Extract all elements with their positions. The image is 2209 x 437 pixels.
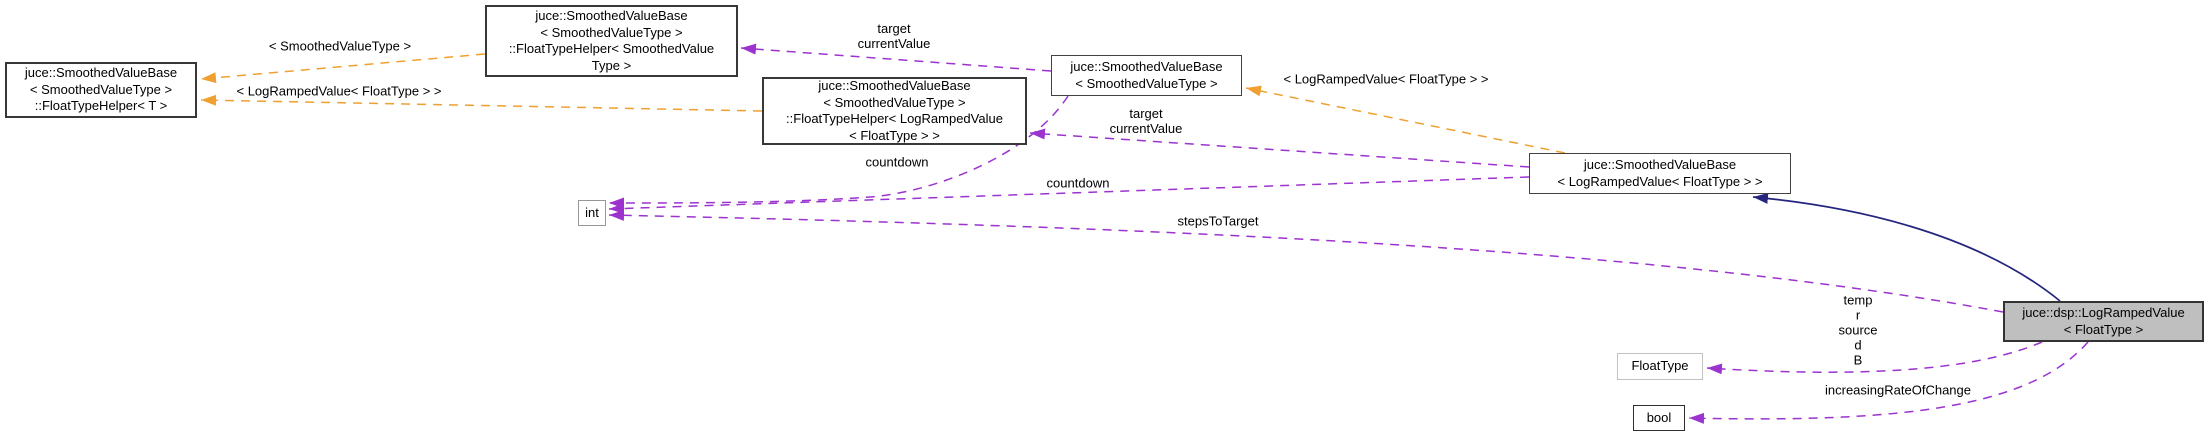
node-floattypehelper-smoothedvaluetype[interactable]: juce::SmoothedValueBase < SmoothedValueT…	[485, 5, 738, 77]
node-floattypehelper-t-label: juce::SmoothedValueBase < SmoothedValueT…	[24, 65, 178, 114]
edge-usage-increasingrateofchange	[1688, 341, 2089, 424]
node-floattype-label: FloatType	[1631, 358, 1689, 374]
edge-usage-stepstotarget	[608, 209, 2004, 313]
node-floattypehelper-t[interactable]: juce::SmoothedValueBase < SmoothedValueT…	[5, 62, 197, 118]
node-int-label: int	[585, 204, 599, 220]
edge-template-lograpedvalue-right	[1245, 85, 1566, 154]
edge-label-template-lograpedvalue-right: < LogRampedValue< FloatType > >	[1283, 71, 1489, 87]
edge-label-countdown-right: countdown	[1046, 175, 1110, 191]
edge-label-template-lograpedvalue-left: < LogRampedValue< FloatType > >	[236, 83, 442, 99]
edge-template-smoothedvaluetype	[200, 53, 486, 84]
node-smoothedvaluebase-smoothedvaluetype[interactable]: juce::SmoothedValueBase < SmoothedValueT…	[1051, 55, 1242, 96]
node-int: int	[578, 200, 606, 226]
edge-label-countdown-left: countdown	[865, 154, 929, 170]
node-bool: bool	[1633, 405, 1685, 431]
edge-template-lograpedvalue-left	[200, 94, 763, 112]
node-floattype: FloatType	[1617, 353, 1703, 380]
node-dsp-lograpedvalue-label: juce::dsp::LogRampedValue < FloatType >	[2022, 305, 2185, 337]
node-smoothedvaluebase-lograpedvalue[interactable]: juce::SmoothedValueBase < LogRampedValue…	[1529, 153, 1791, 194]
node-floattypehelper-smoothedvaluetype-label: juce::SmoothedValueBase < SmoothedValueT…	[508, 8, 715, 73]
edge-label-target-currentvalue-mid: target currentValue	[1109, 106, 1183, 136]
edge-label-target-currentvalue-top: target currentValue	[857, 21, 931, 51]
node-floattypehelper-lograpedvalue[interactable]: juce::SmoothedValueBase < SmoothedValueT…	[762, 77, 1027, 145]
edge-label-template-smoothedvaluetype: < SmoothedValueType >	[268, 38, 412, 54]
edge-usage-target-currentvalue-mid	[1029, 128, 1530, 168]
node-floattypehelper-lograpedvalue-label: juce::SmoothedValueBase < SmoothedValueT…	[786, 78, 1003, 143]
edge-label-stepstotarget: stepsToTarget	[1177, 213, 1259, 229]
edge-label-increasingrateofchange: increasingRateOfChange	[1825, 382, 1971, 398]
node-bool-label: bool	[1646, 409, 1672, 425]
node-smoothedvaluebase-smoothedvaluetype-label: juce::SmoothedValueBase < SmoothedValueT…	[1070, 59, 1223, 91]
node-smoothedvaluebase-lograpedvalue-label: juce::SmoothedValueBase < LogRampedValue…	[1557, 157, 1763, 189]
edge-label-floattype-members: temp r source d B	[1838, 292, 1878, 368]
edge-usage-target-currentvalue-top	[740, 43, 1052, 72]
edge-inheritance-base	[1752, 192, 2061, 302]
node-dsp-lograpedvalue-current: juce::dsp::LogRampedValue < FloatType >	[2003, 301, 2204, 342]
